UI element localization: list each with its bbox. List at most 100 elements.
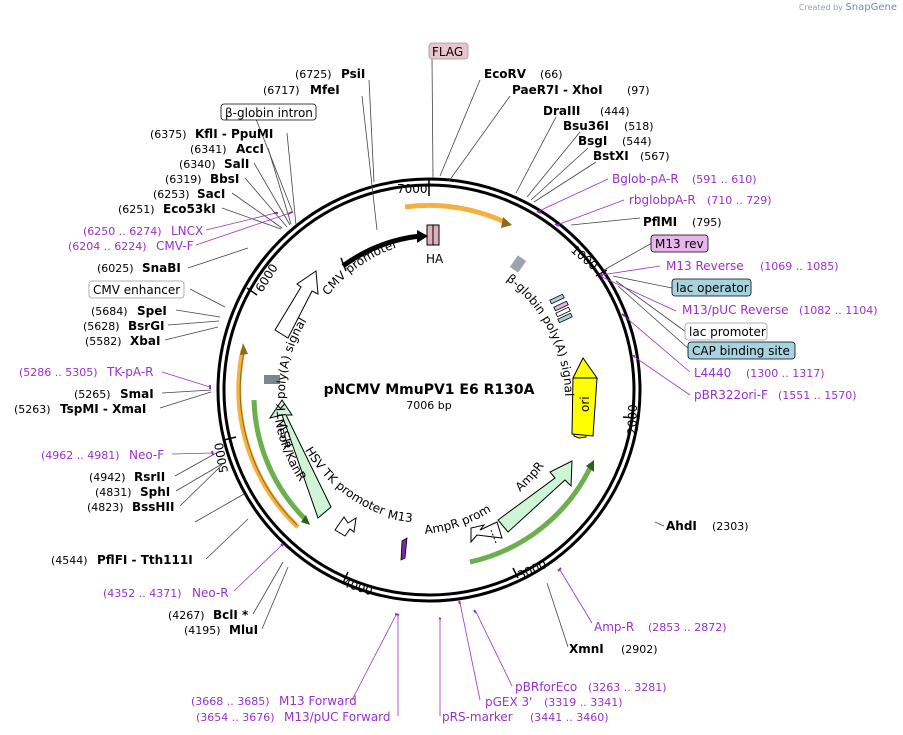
- enzyme-spei: (5684) SpeI: [91, 304, 167, 318]
- orf-arc-top-head: [501, 217, 512, 228]
- enzyme-bsgi: BsgI(544): [578, 134, 652, 148]
- primer-range: (6204 .. 6224): [68, 240, 147, 253]
- enzyme-pos: (6717): [263, 84, 300, 97]
- enzyme-bsu36i: Bsu36I(518): [563, 119, 654, 133]
- primer-m13-forward: (3668 .. 3685)M13 Forward: [191, 694, 357, 708]
- small-feature-left: [264, 375, 280, 384]
- backbone-outer: [216, 177, 642, 603]
- enzyme-pos: (4195): [184, 624, 221, 637]
- enzyme-pos: (795): [692, 216, 722, 229]
- primer-range: (5286 .. 5305): [19, 366, 98, 379]
- primer-name: M13/pUC Reverse: [682, 303, 789, 317]
- tick-7000: 7000: [397, 182, 428, 196]
- cmv-promoter-arc: [341, 233, 421, 269]
- small-feature-right: [509, 255, 527, 273]
- enzyme-name: PaeR7I - XhoI: [512, 83, 603, 97]
- primer-range: (3654 .. 3676): [196, 711, 275, 724]
- primer-amp-r: Amp-R(2853 .. 2872): [594, 620, 727, 634]
- cap-binding-site-label: CAP binding site: [692, 344, 790, 358]
- neor-kanr-arrow: [268, 399, 332, 519]
- primer-range: (1551 .. 1570): [778, 389, 857, 402]
- lac-features: [549, 293, 573, 324]
- enzyme-mlui: (4195)MluI: [184, 623, 258, 637]
- primer-name: L4440: [694, 366, 731, 380]
- orf-arc-left-head: [240, 343, 248, 355]
- enzyme-pos: (5684): [91, 305, 128, 318]
- ampr-arrow: [497, 460, 573, 533]
- enzyme-name: Eco53kI: [163, 202, 216, 216]
- primer-m13-puc-reverse: M13/pUC Reverse (1082 .. 1104): [682, 303, 878, 317]
- primer-pbr322ori-f: pBR322ori-F (1551 .. 1570): [694, 388, 857, 402]
- bglobin-intron-box: β-globin intron: [220, 103, 317, 121]
- primer-neo-f: (4962 .. 4981)Neo-F: [41, 448, 164, 462]
- ha-label: HA: [426, 252, 444, 266]
- tick-4000: 4000: [341, 576, 374, 599]
- lac-operator-box: lac operator: [671, 278, 752, 297]
- primer-name: Bglob-pA-R: [612, 172, 679, 186]
- enzyme-snabi: (6025)SnaBI: [97, 261, 181, 275]
- primer-name: M13 Reverse: [666, 259, 744, 273]
- enzyme-bbsi: (6319)BbsI: [165, 172, 239, 186]
- credit-prefix: Created by: [798, 3, 843, 12]
- enzyme-pos: (6319): [165, 173, 202, 186]
- primer-name: TK-pA-R: [106, 365, 154, 379]
- enzyme-kfli-ppumi: (6375)KflI - PpuMI: [150, 127, 273, 141]
- primer-bglob-pa-r: Bglob-pA-R(591 .. 610): [612, 172, 757, 186]
- enzyme-name: SalI: [224, 157, 249, 171]
- snapgene-credit: Created by SnapGene: [799, 2, 897, 13]
- enzyme-eco53ki: (6251)Eco53kI: [118, 202, 216, 216]
- tick-5000: 5000: [212, 441, 231, 474]
- enzyme-pos: (4823): [87, 501, 124, 514]
- enzyme-pos: (6340): [179, 158, 216, 171]
- enzyme-pos: (6375): [150, 128, 187, 141]
- enzyme-name: SnaBI: [142, 261, 181, 275]
- enzyme-pos: (5628): [83, 320, 120, 333]
- enzyme-name: AhdI: [666, 519, 697, 533]
- primer-name: pBRforEco: [515, 680, 577, 694]
- enzyme-mfei: (6717)MfeI: [263, 83, 340, 97]
- enzyme-draiii: DraIII(444): [543, 104, 630, 118]
- primer-m13-reverse: M13 Reverse(1069 .. 1085): [666, 259, 839, 273]
- lac-promoter-label: lac promoter: [689, 325, 766, 339]
- enzyme-sali: (6340) SalI: [179, 157, 249, 171]
- primer-name: rbglobpA-R: [629, 193, 696, 207]
- enzyme-ecorv: EcoRV(66): [484, 67, 563, 81]
- neo-orf-arc: [251, 399, 307, 521]
- enzyme-bcli: (4267)BclI *: [168, 608, 249, 622]
- enzyme-pos: (4831): [95, 486, 132, 499]
- enzyme-name: DraIII: [543, 104, 580, 118]
- enzyme-pos: (97): [627, 84, 650, 97]
- enzyme-name: Bsu36I: [563, 119, 609, 133]
- primer-name: LNCX: [171, 224, 203, 238]
- ori-body: [571, 377, 598, 437]
- primer-name: Amp-R: [594, 620, 634, 634]
- primer-range: (3441 .. 3460): [530, 711, 609, 724]
- enzyme-pos: (6341): [190, 143, 227, 156]
- enzyme-pflmi: PflMI(795): [643, 215, 722, 229]
- primer-range: (4962 .. 4981): [41, 449, 120, 462]
- flag-box: FLAG: [428, 42, 469, 60]
- enzyme-name: XmnI: [569, 642, 604, 656]
- enzyme-sphi: (4831)SphI: [95, 485, 170, 499]
- primer-range: (710 .. 729): [707, 194, 772, 207]
- primer-cmv-f: (6204 .. 6224)CMV-F: [68, 239, 194, 253]
- primer-name: Neo-R: [192, 586, 229, 600]
- primer-pgex-3: pGEX 3'(3319 .. 3341): [485, 695, 623, 709]
- enzyme-name: SpeI: [137, 304, 167, 318]
- bglobin-polya-label: β-globin poly(A) signal: [504, 271, 576, 396]
- enzyme-pos: (2902): [621, 643, 658, 656]
- bglobin-intron-label: β-globin intron: [225, 106, 313, 120]
- ampr-promoter-arrow: [470, 521, 503, 544]
- primer-range: (3668 .. 3685): [191, 695, 270, 708]
- cmv-enhancer-arrow: [274, 270, 319, 339]
- cmv-promoter-head: [417, 230, 428, 243]
- primer-range: (1082 .. 1104): [799, 304, 878, 317]
- orf-arc-left: [236, 349, 300, 529]
- primer-name: pBR322ori-F: [694, 388, 768, 402]
- cmv-enhancer-box: CMV enhancer: [88, 280, 185, 299]
- enzyme-pos: (2303): [712, 520, 749, 533]
- enzyme-pos: (5263): [14, 403, 51, 416]
- enzyme-pos: (5265): [74, 388, 111, 401]
- enzyme-pos: (4544): [51, 554, 88, 567]
- enzyme-name: SmaI: [120, 387, 154, 401]
